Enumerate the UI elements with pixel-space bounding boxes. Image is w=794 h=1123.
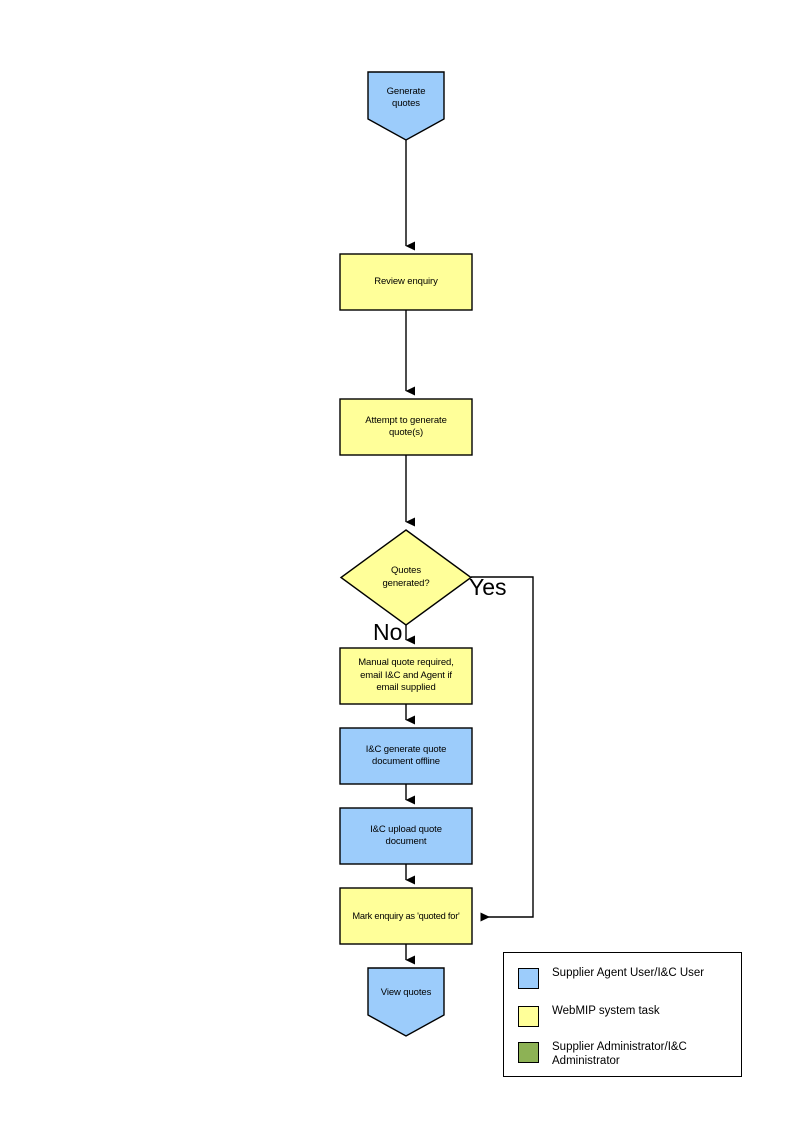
- node-ic-upload-quote-document[interactable]: [339, 807, 473, 865]
- connector-decision-yes-to-mark: [471, 576, 534, 922]
- node-mark-enquiry-quoted-for[interactable]: [339, 887, 473, 945]
- legend-swatch-user-icon: [518, 968, 539, 989]
- legend-item-user: Supplier Agent User/I&C User: [504, 967, 741, 989]
- connector-group: [405, 140, 534, 965]
- legend: Supplier Agent User/I&C User WebMIP syst…: [503, 952, 742, 1077]
- node-ic-generate-quote-offline[interactable]: [339, 727, 473, 785]
- node-review-enquiry[interactable]: [339, 253, 473, 311]
- node-view-quotes[interactable]: [367, 967, 445, 1037]
- node-generate-quotes[interactable]: [367, 71, 445, 141]
- legend-item-admin: Supplier Administrator/I&C Administrator: [504, 1041, 741, 1068]
- legend-label-user: Supplier Agent User/I&C User: [552, 967, 705, 979]
- node-manual-quote-required[interactable]: [339, 647, 473, 705]
- legend-item-system: WebMIP system task: [504, 1005, 741, 1027]
- legend-swatch-system-icon: [518, 1006, 539, 1027]
- node-attempt-generate-quotes[interactable]: [339, 398, 473, 456]
- legend-label-admin: Supplier Administrator/I&C Administrator: [552, 1041, 687, 1067]
- branch-label-yes: Yes: [469, 574, 507, 600]
- branch-label-no: No: [373, 619, 403, 645]
- legend-swatch-admin-icon: [518, 1042, 539, 1063]
- legend-label-system: WebMIP system task: [552, 1005, 660, 1017]
- node-quotes-generated-decision[interactable]: [339, 529, 473, 626]
